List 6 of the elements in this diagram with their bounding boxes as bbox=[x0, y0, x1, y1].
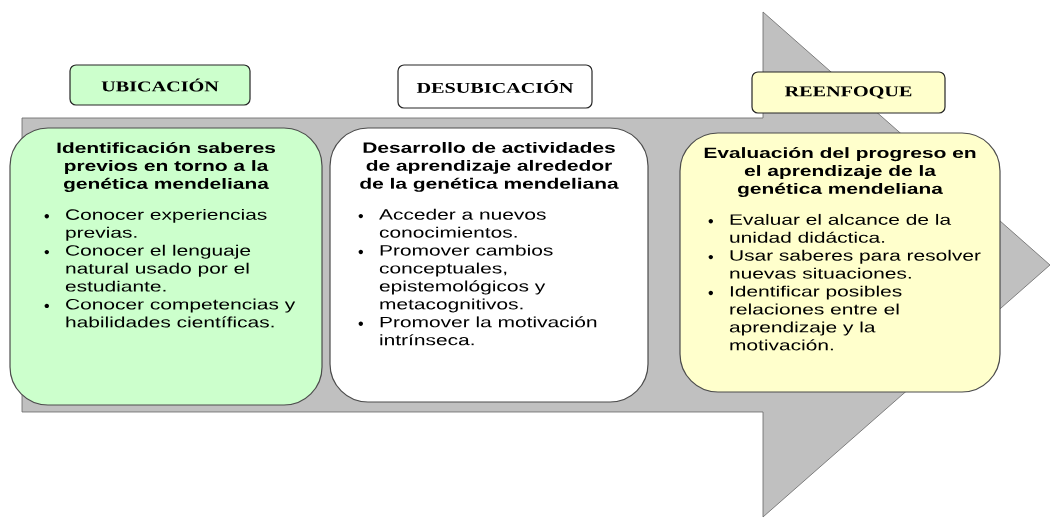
stage-label: REENFOQUE bbox=[751, 71, 946, 114]
card: Evaluación del progreso en el aprendizaje de la genética mendeliana Evaluar el alcance de la unidad didáctica. Usar saberes para resolver nuevas situaciones. Identificar posibles relaciones entre el aprendizaje y la motivación. bbox=[679, 132, 1001, 393]
card: Identificación saberes previos en torno a la genética mendeliana Conocer experiencias previas. Conocer el lenguaje natural usado por el estudiante. Conocer competencias y habilidades científicas. bbox=[9, 127, 323, 406]
card: Desarrollo de actividades de aprendizaje alrededor de la genética mendeliana Acceder a nuevos conocimientos. Promover cambios conceptuales, epistemológicos y metacognitivos. Promover la motivación intrínseca. bbox=[329, 127, 649, 403]
stage-label: UBICACIÓN bbox=[69, 64, 251, 106]
stage-label: DESUBICACIÓN bbox=[397, 64, 593, 109]
